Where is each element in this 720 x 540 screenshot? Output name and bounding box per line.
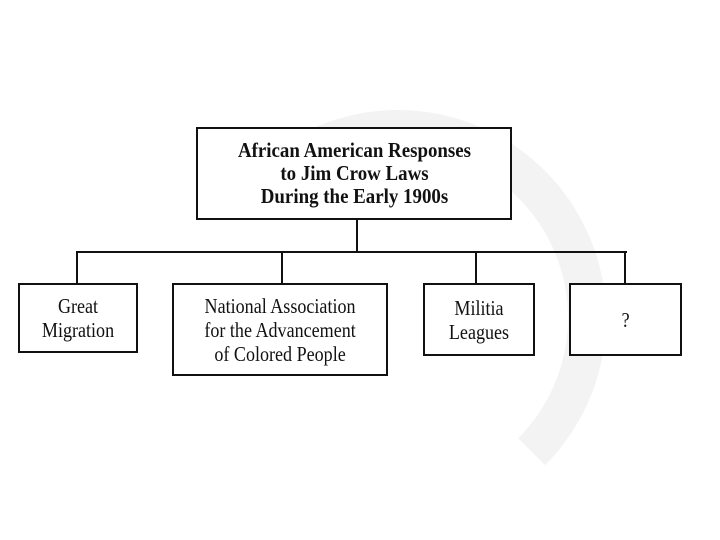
child-box-naacp: National Association for the Advancement… [172,283,388,376]
child-box-militia-leagues: Militia Leagues [423,283,535,356]
child-box-great-migration: Great Migration [18,283,138,353]
connector-3 [475,251,477,284]
child-label: National Association for the Advancement… [204,293,356,366]
child-label: Great Migration [41,294,115,342]
connector-2 [281,251,283,284]
connector-4 [624,251,626,284]
root-box: African American Responses to Jim Crow L… [196,127,512,220]
child-label: ? [621,307,630,332]
root-connector [356,219,358,253]
child-label: Militia Leagues [448,295,510,344]
child-box-unknown: ? [569,283,682,356]
root-label: African American Responses to Jim Crow L… [237,138,471,208]
horizontal-connector [76,251,627,253]
connector-1 [76,251,78,284]
